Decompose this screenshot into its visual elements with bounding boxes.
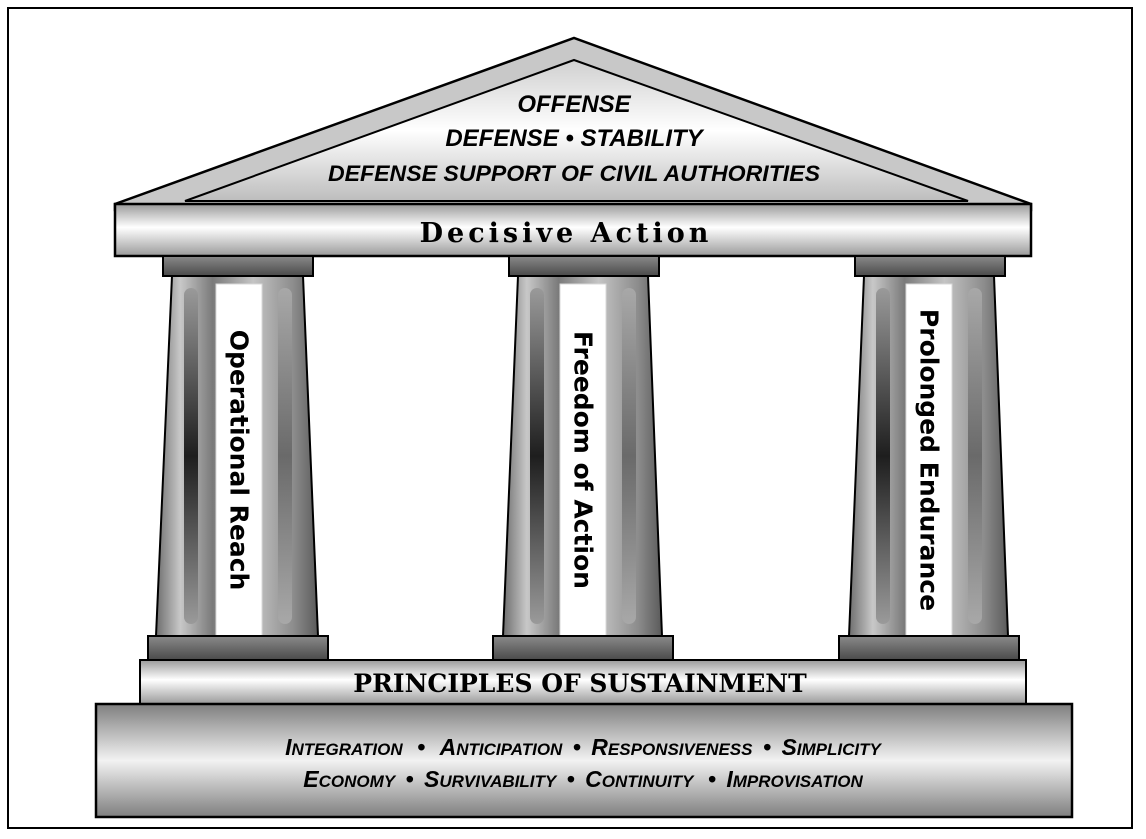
principles-of-sustainment-title: PRINCIPLES OF SUSTAINMENT — [353, 669, 807, 698]
pillar-label-operational-reach: Operational Reach — [225, 330, 254, 591]
roof-line-defense-stability: DEFENSE • STABILITY — [445, 125, 704, 152]
pillar-label-freedom-of-action: Freedom of Action — [569, 331, 598, 589]
roof-line-offense: OFFENSE — [517, 91, 631, 118]
foundation-row-2: ECONOMY • SURVIVABILITY • CONTINUITY • I… — [303, 766, 863, 792]
foundation: INTEGRATION • ANTICIPATION • RESPONSIVEN… — [94, 702, 1074, 819]
pillar-label-prolonged-endurance: Prolonged Endurance — [915, 309, 944, 611]
entablature: Decisive Action — [113, 202, 1033, 258]
stylobate: PRINCIPLES OF SUSTAINMENT — [139, 659, 1027, 705]
pillar-freedom-of-action: Freedom of Action — [492, 255, 674, 661]
decisive-action-title: Decisive Action — [420, 218, 713, 249]
roof-line-dsca: DEFENSE SUPPORT OF CIVIL AUTHORITIES — [328, 161, 820, 186]
pillar-prolonged-endurance: Prolonged Endurance — [838, 255, 1020, 661]
pillar-operational-reach: Operational Reach — [147, 255, 329, 661]
foundation-row-1: INTEGRATION • ANTICIPATION • RESPONSIVEN… — [285, 734, 882, 760]
roof-text: OFFENSE DEFENSE • STABILITY DEFENSE SUPP… — [328, 91, 820, 186]
